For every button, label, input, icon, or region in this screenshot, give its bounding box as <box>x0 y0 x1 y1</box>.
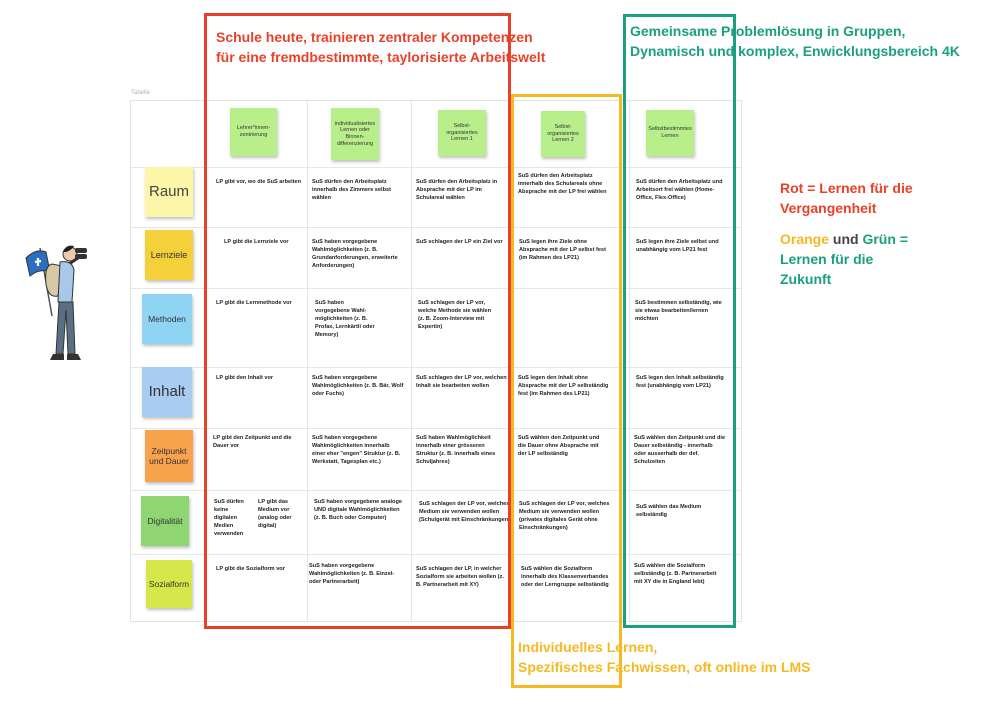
green-frame <box>623 14 736 628</box>
table-cell: LP gibt die Lernmethode vor <box>216 300 292 306</box>
row-label-lernziele: Lernziele <box>145 230 193 280</box>
table-cell: SuS wählen die Sozialform innerhalb des … <box>521 566 609 589</box>
table-cell: SuS haben vorgegebene Wahlmöglichkeiten … <box>312 435 401 466</box>
table-cell: SuS schlagen der LP vor, welches Medium … <box>519 501 610 532</box>
table-cell: SuS dürfen den Arbeitsplatz in Absprache… <box>416 179 498 202</box>
column-header: Selbstbestimmtes Lernen <box>646 110 694 156</box>
row-label-zeitpunkt: Zeitpunkt und Dauer <box>145 430 193 482</box>
row-label-methoden: Methoden <box>142 294 192 344</box>
table-cell: SuS dürfen den Arbeitsplatz und Arbeitso… <box>636 179 723 202</box>
table-cell: SuS dürfen den Arbeitsplatz innerhalb de… <box>312 179 391 202</box>
table-cell: SuS dürfen den Arbeitsplatz innerhalb de… <box>518 173 607 196</box>
table-label: Tabelle <box>131 90 151 96</box>
table-cell: SuS wählen die Sozialform selbständig (z… <box>634 563 717 586</box>
table-cell: SuS dürfen keine digitalen Medien verwen… <box>214 499 244 538</box>
column-header: Lehrer*innen-zentrierung <box>230 108 277 156</box>
table-cell: SuS haben vorgegebene Wahlmöglichkeiten … <box>312 239 398 270</box>
table-cell: LP gibt die Sozialform vor <box>216 566 285 572</box>
table-cell: SuS schlagen der LP vor, welche Methode … <box>418 300 492 331</box>
table-cell: SuS haben vorgegebene Wahlmöglichkeiten … <box>312 375 404 398</box>
table-cell: SuS legen ihre Ziele ohne Absprache mit … <box>519 239 606 262</box>
green-frame-caption: Gemeinsame Problemlösung in Gruppen, Dyn… <box>630 23 960 60</box>
table-cell: SuS wählen das Medium selbständig <box>636 504 702 519</box>
table-cell: SuS bestimmen selbständig, wie sie etwas… <box>635 300 722 323</box>
table-cell: SuS legen den Inhalt ohne Absprache mit … <box>518 375 609 398</box>
table-cell: SuS schlagen der LP vor, welches Medium … <box>419 501 511 524</box>
table-cell: SuS schlagen der LP, in welcher Sozialfo… <box>416 566 504 589</box>
table-cell: SuS wählen den Zeitpunkt und die Dauer s… <box>634 435 726 466</box>
table-cell: LP gibt den Zeitpunkt und die Dauer vor <box>213 435 292 450</box>
row-label-digitalitaet: Digitalität <box>141 496 189 546</box>
row-label-raum: Raum <box>145 167 193 217</box>
legend: Rot = Lernen für die Vergangenheit Orang… <box>780 180 913 288</box>
table-cell: SuS legen den Inhalt selbständig fest (u… <box>636 375 724 390</box>
orange-frame-caption: Individuelles Lernen, Spezifisches Fachw… <box>518 639 811 676</box>
table-cell: SuS schlagen der LP ein Ziel vor <box>416 239 503 245</box>
table-cell: SuS haben vorgegebene Wahlmöglichkeiten … <box>309 563 395 586</box>
table-cell: SuS haben vorgegebene Wahl-möglichkeiten… <box>315 300 375 339</box>
red-frame-caption: Schule heute, trainieren zentraler Kompe… <box>216 29 546 66</box>
orange-frame <box>511 94 622 688</box>
table-cell: LP gibt vor, wo die SuS arbeiten <box>216 179 302 185</box>
row-label-sozialform: Sozialform <box>146 560 192 608</box>
table-cell: LP gibt den Inhalt vor <box>216 375 274 381</box>
column-header: individualisiertes Lernen oder Binnen-di… <box>331 108 379 160</box>
table-grid <box>130 100 742 622</box>
row-label-inhalt: Inhalt <box>142 367 192 417</box>
explorer-with-flag-icon <box>25 245 87 360</box>
column-header: Selbst-organisiertes Lernen 2 <box>541 111 585 157</box>
table-cell: SuS legen ihre Ziele selbst und unabhäng… <box>636 239 719 254</box>
table-cell: SuS haben Wahlmöglichkeit innerhalb eine… <box>416 435 496 466</box>
red-frame <box>204 13 511 629</box>
table-cell: LP gibt die Lernziele vor <box>224 239 289 245</box>
table-cell: SuS schlagen der LP vor, welchen Inhalt … <box>416 375 507 390</box>
table-cell: SuS wählen den Zeitpunkt und die Dauer o… <box>518 435 600 458</box>
column-header: Selbst-organisiertes Lernen 1 <box>438 110 486 156</box>
table-cell: SuS haben vorgegebene analoge UND digita… <box>314 499 402 522</box>
table-cell: LP gibt das Medium vor (analog oder digi… <box>258 499 292 530</box>
